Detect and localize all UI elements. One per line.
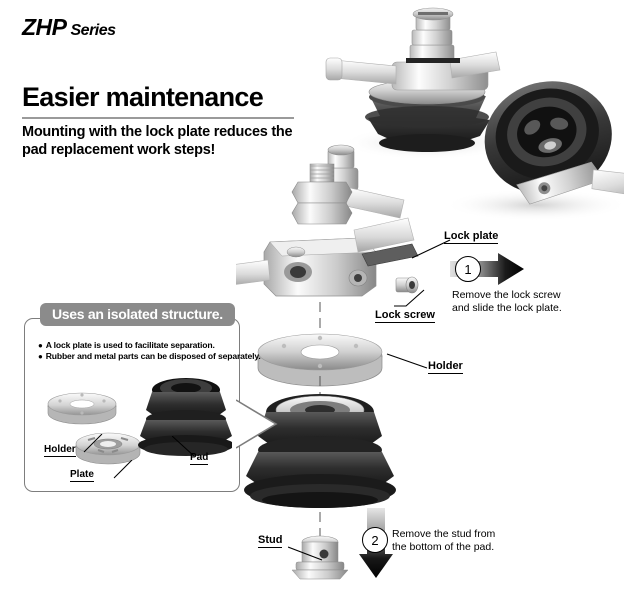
lock-plate-leader xyxy=(411,239,451,259)
part-bellows-pad xyxy=(244,394,396,508)
callout-holder-leader xyxy=(83,434,103,453)
step-1-line-1: Remove the lock screw xyxy=(452,289,561,301)
callout-pad-leader xyxy=(172,436,195,457)
part-holder-disc xyxy=(257,333,383,387)
label-lock-plate: Lock plate xyxy=(444,230,499,244)
bullet-dot-icon: ● xyxy=(38,352,43,361)
series-word: Series xyxy=(70,22,117,39)
step-1-line-2: and slide the lock plate. xyxy=(452,301,562,314)
lock-screw-leader xyxy=(394,289,425,307)
part-top-fitting xyxy=(236,163,419,297)
callout-bullet-2: Rubber and metal parts can be disposed o… xyxy=(45,351,261,361)
callout-parts-illustration xyxy=(47,378,232,465)
heading-divider xyxy=(22,117,294,119)
label-holder: Holder xyxy=(428,360,463,374)
callout-bullet-list: ●A lock plate is used to facilitate sepa… xyxy=(38,340,261,362)
callout-label-pad: Pad xyxy=(190,452,209,465)
main-heading: Easier maintenance xyxy=(22,82,264,112)
stud-leader xyxy=(288,546,323,561)
holder-leader xyxy=(386,353,428,369)
callout-label-plate: Plate xyxy=(70,469,94,482)
sub-heading: Mounting with the lock plate reduces the… xyxy=(22,124,293,158)
product-photo-upright xyxy=(325,7,501,152)
list-item: ●A lock plate is used to facilitate sepa… xyxy=(38,340,261,351)
part-stud xyxy=(291,535,349,580)
label-lock-screw: Lock screw xyxy=(375,309,435,323)
step-2-number: 2 xyxy=(362,527,388,553)
step-1-number: 1 xyxy=(455,256,481,282)
step-2-line-2: the bottom of the pad. xyxy=(392,540,495,553)
callout-label-holder: Holder xyxy=(44,444,76,457)
callout-part-holder xyxy=(47,392,117,425)
exploded-assembly-diagram xyxy=(236,163,419,580)
callout-plate-leader xyxy=(113,460,133,479)
part-lock-screw xyxy=(395,276,419,294)
list-item: ●Rubber and metal parts can be disposed … xyxy=(38,351,261,362)
series-brand: ZHP xyxy=(22,14,67,40)
callout-title: Uses an isolated structure. xyxy=(40,303,235,326)
step-1-text: Remove the lock screw and slide the lock… xyxy=(452,289,562,314)
label-stud: Stud xyxy=(258,534,283,548)
callout-part-plate xyxy=(75,432,141,465)
callout-pointer-tail xyxy=(236,399,278,449)
callout-bullet-1: A lock plate is used to facilitate separ… xyxy=(45,340,215,350)
product-photo-group xyxy=(321,7,624,221)
product-photo-tilted xyxy=(484,81,624,205)
step-2-line-1: Remove the stud from xyxy=(392,528,496,540)
bullet-dot-icon: ● xyxy=(38,341,43,350)
step-2-text: Remove the stud from the bottom of the p… xyxy=(392,528,495,553)
